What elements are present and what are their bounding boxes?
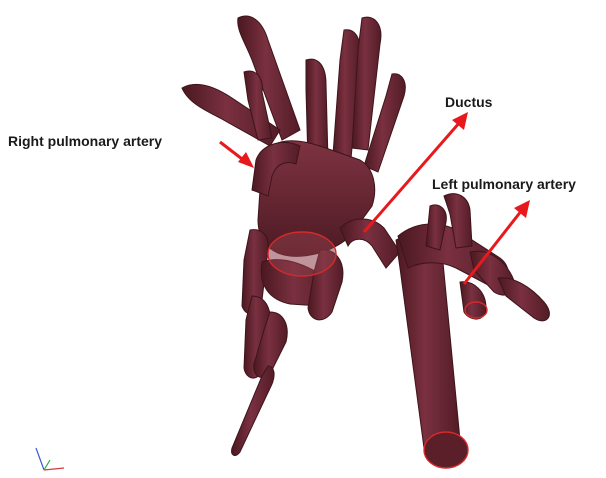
vessel-branch-left-3 <box>498 278 549 321</box>
cut-outline-aorta <box>424 432 468 468</box>
cut-outline-trunk <box>268 232 336 276</box>
arrow-right-pulmonary-artery <box>220 142 254 168</box>
label-left-pulmonary-artery: Left pulmonary artery <box>432 176 576 192</box>
axis-triad-icon <box>36 448 64 470</box>
label-ductus: Ductus <box>445 94 492 110</box>
descending-aorta <box>396 236 460 462</box>
vessel-branch-right-lower-6 <box>232 366 274 455</box>
vessel-branch-left-4 <box>460 282 486 319</box>
label-right-pulmonary-artery: Right pulmonary artery <box>8 133 162 149</box>
vessel-model <box>182 16 549 461</box>
